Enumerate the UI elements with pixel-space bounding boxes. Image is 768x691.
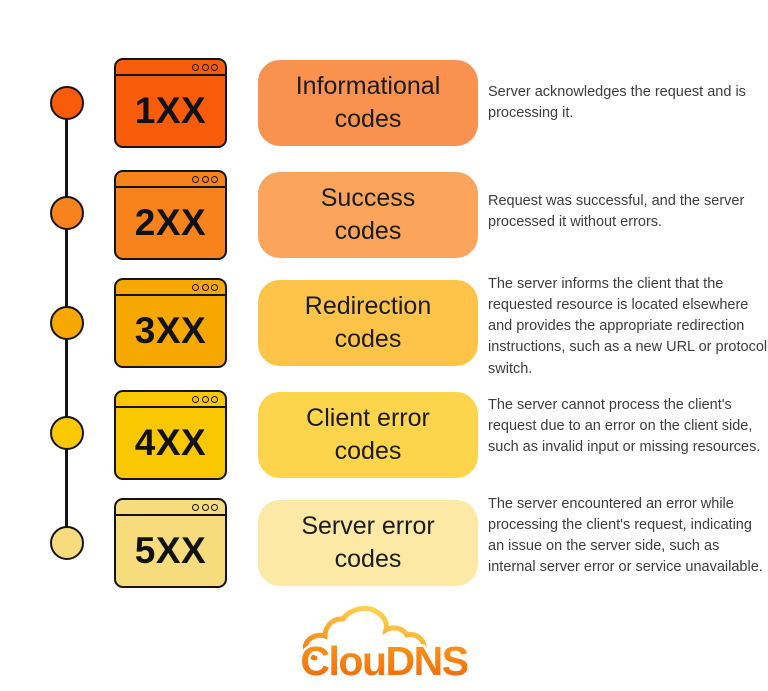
category-description: Server acknowledges the request and is p… [488, 84, 746, 122]
timeline-dot [50, 526, 84, 560]
window-body: 4XX [116, 408, 225, 478]
category-label: Success codes [320, 184, 416, 245]
timeline-dot [50, 306, 84, 340]
window-dot-icon [211, 503, 218, 511]
category-pill: Server error codes [258, 500, 478, 586]
timeline-dot [50, 196, 84, 230]
window-dot-icon [211, 283, 218, 291]
window-dot-icon [211, 175, 218, 183]
status-row-1xx: 1XX Informational codes Server acknowled… [114, 58, 768, 148]
status-code: 1XX [134, 90, 207, 131]
category-label: Client error codes [306, 404, 430, 465]
category-description: Request was successful, and the server p… [488, 193, 745, 231]
category-description: The server encountered an error while pr… [488, 496, 763, 576]
status-row-5xx: 5XX Server error codes The server encoun… [114, 496, 768, 588]
status-code: 3XX [134, 310, 207, 351]
window-dot-icon [192, 63, 199, 71]
window-titlebar [116, 172, 225, 188]
browser-window-icon: 4XX [114, 390, 227, 480]
window-titlebar [116, 392, 225, 408]
category-pill: Redirection codes [258, 280, 478, 366]
window-dot-icon [211, 395, 218, 403]
window-dot-icon [201, 63, 209, 71]
status-row-2xx: 2XX Success codes Request was successful… [114, 170, 768, 260]
window-titlebar [116, 500, 225, 516]
window-dot-icon [192, 175, 199, 183]
category-label: Server error codes [301, 512, 435, 573]
category-pill: Client error codes [258, 392, 478, 478]
timeline-dot [50, 86, 84, 120]
status-code: 5XX [134, 530, 207, 571]
timeline-dot [50, 416, 84, 450]
window-dot-icon [201, 283, 209, 291]
category-description: The server informs the client that the r… [488, 276, 768, 377]
status-row-3xx: 3XX Redirection codes The server informs… [114, 276, 768, 377]
category-pill: Success codes [258, 172, 478, 258]
status-code: 2XX [134, 202, 207, 243]
window-dot-icon [201, 395, 209, 403]
browser-window-icon: 1XX [114, 58, 227, 148]
cloud-outline-icon [302, 605, 427, 664]
category-label: Redirection codes [304, 292, 432, 353]
status-row-4xx: 4XX Client error codes The server cannot… [114, 390, 768, 480]
browser-window-icon: 3XX [114, 278, 227, 368]
window-dot-icon [201, 503, 209, 511]
window-dot-icon [192, 503, 199, 511]
window-body: 3XX [116, 296, 225, 366]
browser-window-icon: 5XX [114, 498, 227, 588]
browser-window-icon: 2XX [114, 170, 227, 260]
category-description: The server cannot process the client's r… [488, 397, 761, 456]
window-body: 5XX [116, 516, 225, 586]
window-titlebar [116, 60, 225, 76]
window-titlebar [116, 280, 225, 296]
category-pill: Informational codes [258, 60, 478, 146]
window-dot-icon [192, 395, 199, 403]
window-dot-icon [192, 283, 199, 291]
window-dot-icon [201, 175, 209, 183]
window-body: 2XX [116, 188, 225, 258]
window-dot-icon [211, 63, 218, 71]
status-code: 4XX [134, 422, 207, 463]
category-label: Informational codes [295, 72, 441, 133]
window-body: 1XX [116, 76, 225, 146]
logo-text: ClouDNS [300, 638, 467, 684]
cloudns-logo: ClouDNS [298, 605, 472, 687]
